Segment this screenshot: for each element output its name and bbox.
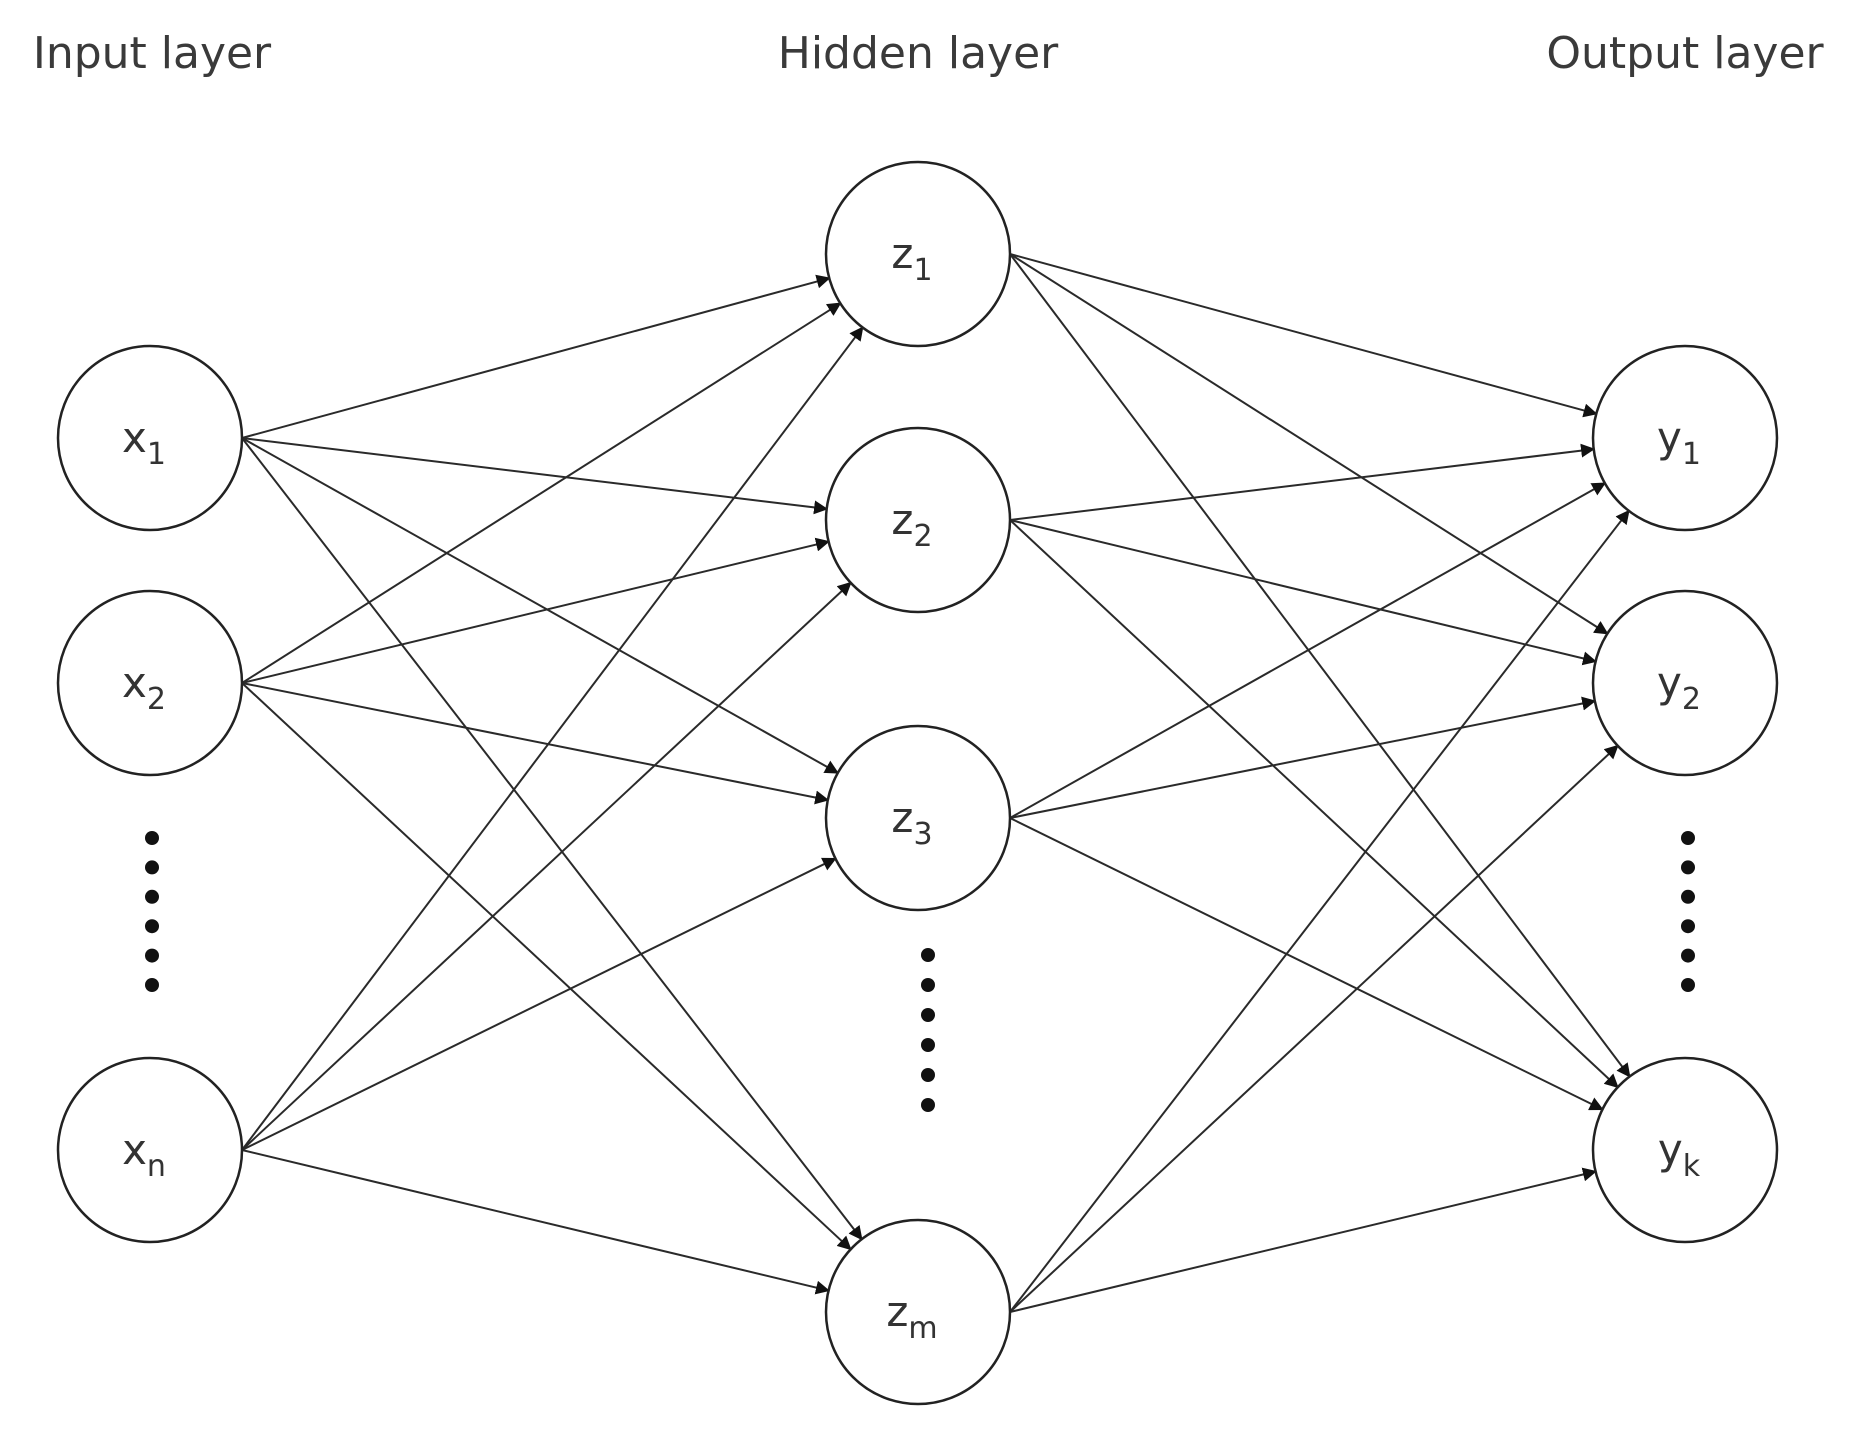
edge-x2-to-zm — [241, 682, 852, 1251]
edge-x1-to-z2 — [241, 437, 829, 515]
edge-x2-to-z1 — [241, 302, 842, 684]
connections — [241, 253, 1631, 1313]
edge-z2-to-y2 — [1009, 519, 1597, 666]
node-z3: z3 — [824, 724, 1012, 912]
edge-zm-to-y2 — [1009, 744, 1619, 1313]
edge-x1-to-z3 — [241, 437, 840, 774]
edge-xn-to-zm — [241, 1149, 830, 1295]
ellipsis-dot — [1681, 860, 1695, 875]
node-circle — [1591, 1056, 1779, 1244]
node-label: xn — [122, 1125, 166, 1184]
node-y1: y1 — [1591, 344, 1779, 532]
node-label: y2 — [1657, 658, 1701, 717]
ellipsis-dot — [1681, 831, 1695, 845]
edge-z1-to-yk — [1009, 253, 1631, 1078]
ellipsis-dot — [145, 860, 159, 875]
ellipsis-dot — [145, 919, 159, 934]
ellipsis-dot — [145, 978, 159, 992]
ellipsis-dot — [1681, 948, 1695, 963]
edge-x1-to-zm — [241, 437, 863, 1241]
input-ellipsis — [145, 831, 159, 992]
output-ellipsis — [1681, 831, 1695, 992]
node-circle — [56, 1056, 244, 1244]
ellipsis-dot — [145, 831, 159, 845]
node-zm: zm — [824, 1218, 1012, 1406]
edge-z3-to-yk — [1009, 817, 1604, 1111]
node-z1: z1 — [824, 160, 1012, 348]
hidden-ellipsis — [921, 948, 935, 1112]
edge-z1-to-y1 — [1009, 253, 1598, 418]
node-circle — [824, 426, 1012, 614]
node-label: x2 — [122, 658, 166, 717]
node-circle — [1591, 344, 1779, 532]
ellipsis-dot — [921, 948, 935, 962]
ellipsis-dot — [921, 1068, 935, 1082]
node-circle — [56, 589, 244, 777]
ellipsis-dot — [921, 978, 935, 992]
edge-xn-to-z3 — [241, 857, 837, 1151]
node-circle — [1591, 589, 1779, 777]
ellipsis-dot — [145, 889, 159, 904]
ellipsis-dot — [1681, 889, 1695, 904]
edge-x2-to-z2 — [241, 537, 830, 684]
node-x2: x2 — [56, 589, 244, 777]
ellipsis-dot — [1681, 978, 1695, 992]
ellipsis-dot — [145, 948, 159, 963]
ellipsis-dot — [921, 1008, 935, 1022]
node-label: z1 — [891, 229, 932, 288]
node-x1: x1 — [56, 344, 244, 532]
edge-z3-to-y1 — [1009, 482, 1607, 819]
node-y2: y2 — [1591, 589, 1779, 777]
edge-zm-to-y1 — [1009, 509, 1630, 1313]
edge-xn-to-z1 — [241, 326, 864, 1151]
node-xn: xn — [56, 1056, 244, 1244]
node-label: yk — [1658, 1125, 1701, 1184]
node-label: zm — [886, 1287, 937, 1346]
node-label: y1 — [1657, 413, 1701, 472]
edge-xn-to-z2 — [241, 581, 852, 1151]
node-yk: yk — [1591, 1056, 1779, 1244]
edge-x2-to-z3 — [241, 682, 830, 805]
edge-z2-to-y1 — [1009, 443, 1596, 521]
edge-z3-to-y2 — [1009, 696, 1597, 819]
node-circle — [824, 160, 1012, 348]
edge-z1-to-y2 — [1009, 253, 1609, 635]
ellipsis-dot — [921, 1098, 935, 1112]
node-z2: z2 — [824, 426, 1012, 614]
node-circle — [824, 1218, 1012, 1406]
ellipsis-dot — [1681, 919, 1695, 934]
hidden-layer-title: Hidden layer — [778, 28, 1059, 79]
ellipsis-marks — [145, 831, 1695, 1112]
ellipsis-dot — [921, 1038, 935, 1052]
node-label: z2 — [891, 495, 932, 554]
node-circle — [824, 724, 1012, 912]
output-layer-title: Output layer — [1546, 28, 1824, 79]
input-layer-title: Input layer — [33, 28, 272, 79]
nodes: x1 x2 xn z1 z2 z3 zm y1 y2 yk — [56, 160, 1779, 1406]
node-label: z3 — [891, 793, 932, 852]
node-circle — [56, 344, 244, 532]
edge-zm-to-yk — [1009, 1167, 1597, 1313]
node-label: x1 — [122, 413, 166, 472]
edge-z2-to-yk — [1009, 519, 1619, 1089]
edge-x1-to-z1 — [241, 274, 831, 439]
